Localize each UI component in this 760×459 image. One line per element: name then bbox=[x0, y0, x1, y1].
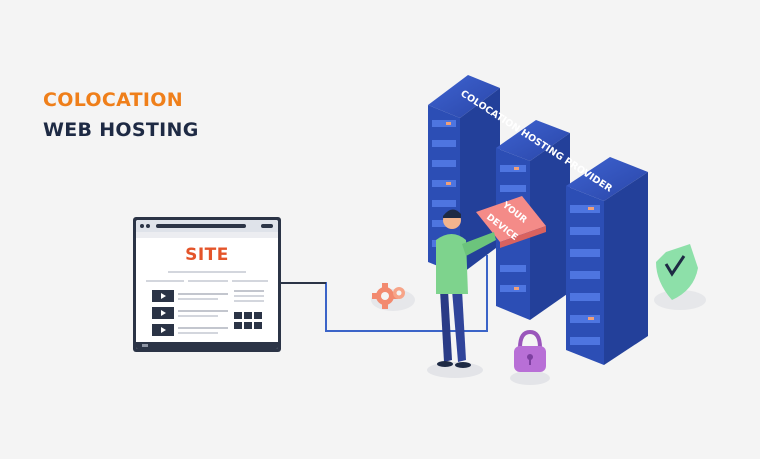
text-line bbox=[234, 290, 264, 292]
lock-shadow bbox=[510, 371, 550, 385]
person bbox=[436, 209, 496, 368]
person-shadow bbox=[427, 362, 483, 378]
thumbnail bbox=[254, 322, 262, 329]
text-line bbox=[234, 300, 264, 302]
text-line bbox=[178, 315, 218, 317]
text-line bbox=[234, 295, 264, 297]
url-field bbox=[156, 224, 246, 228]
shield-check-icon bbox=[656, 244, 698, 300]
your-device-module: YOUR DEVICE bbox=[476, 196, 546, 248]
text-line bbox=[178, 293, 228, 295]
site-title: SITE bbox=[185, 245, 229, 265]
text-line bbox=[232, 280, 268, 282]
thumbnail bbox=[244, 312, 252, 319]
play-icon bbox=[152, 324, 174, 336]
text-line bbox=[188, 280, 228, 282]
server-rack-right bbox=[566, 157, 648, 365]
text-line bbox=[178, 310, 228, 312]
text-line bbox=[178, 332, 218, 334]
footer-logo bbox=[142, 344, 148, 347]
shield-shadow bbox=[654, 290, 706, 310]
site-footer bbox=[136, 342, 278, 349]
server-rack-center bbox=[496, 120, 570, 320]
padlock-icon bbox=[514, 329, 546, 372]
text-line bbox=[146, 280, 184, 282]
thumbnail bbox=[234, 322, 242, 329]
gear-icon bbox=[372, 283, 405, 309]
window-dot-icon bbox=[140, 224, 144, 228]
text-line bbox=[178, 298, 218, 300]
thumbnail bbox=[254, 312, 262, 319]
headline: COLOCATION WEB HOSTING bbox=[43, 85, 199, 145]
site-nav bbox=[136, 232, 278, 238]
browser-viewport: SITE bbox=[136, 220, 278, 349]
window-dot-icon bbox=[146, 224, 150, 228]
menu-icon bbox=[261, 224, 273, 228]
text-line bbox=[178, 327, 228, 329]
browser-address-bar bbox=[136, 220, 278, 232]
headline-web-hosting: WEB HOSTING bbox=[43, 119, 199, 141]
thumbnail bbox=[244, 322, 252, 329]
headline-colocation: COLOCATION bbox=[43, 89, 183, 111]
thumbnail bbox=[234, 312, 242, 319]
play-icon bbox=[152, 290, 174, 302]
site-browser-window: SITE bbox=[133, 217, 281, 352]
play-icon bbox=[152, 307, 174, 319]
site-subtitle-line bbox=[168, 271, 246, 273]
